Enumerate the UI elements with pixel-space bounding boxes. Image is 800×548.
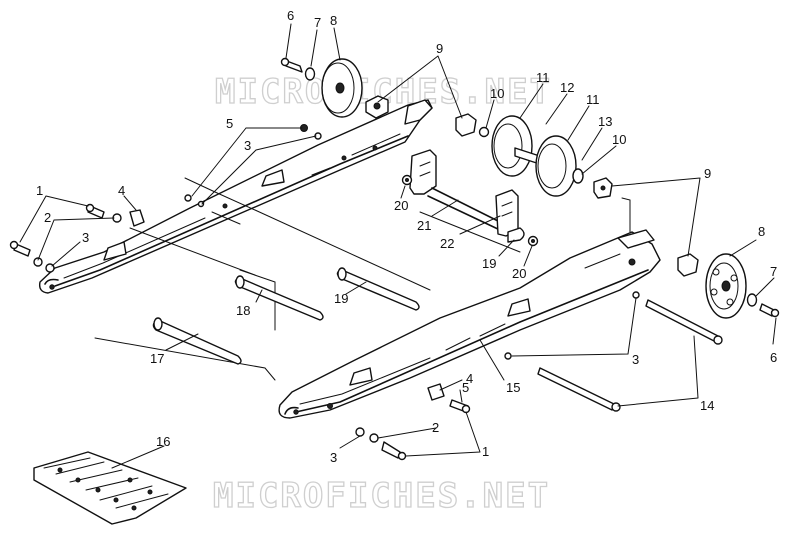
callout-12: 12: [560, 80, 574, 95]
callout-6-top: 6: [287, 8, 294, 23]
long-bolts: [504, 291, 723, 412]
top-right-wheels: [455, 113, 613, 199]
callout-9-top: 9: [436, 41, 443, 56]
bottom-hardware: [355, 383, 471, 461]
callout-2-left: 2: [44, 210, 51, 225]
idler-wheel-11b: [535, 135, 577, 197]
leader-lines: [19, 23, 777, 469]
left-rail: [38, 99, 433, 294]
callout-17: 17: [150, 351, 164, 366]
callout-2-bottom: 2: [432, 420, 439, 435]
callout-14: 14: [700, 398, 714, 413]
callout-3-bottom: 3: [330, 450, 337, 465]
callout-19-shaft: 19: [334, 291, 348, 306]
callout-13: 13: [598, 114, 612, 129]
callout-4-bottom: 4: [466, 371, 473, 386]
callout-20-lower: 20: [512, 266, 526, 281]
callout-5-bottom: 5: [462, 380, 469, 395]
callout-labels: 6 7 8 9 10 11 12 11 13 10 9 5 3 4 1 2 3 …: [36, 8, 777, 465]
callout-8-top: 8: [330, 13, 337, 28]
slide-plate: [33, 451, 187, 525]
callout-22: 22: [440, 236, 454, 251]
callout-19-axle: 19: [482, 256, 496, 271]
callout-6-right: 6: [770, 350, 777, 365]
callout-10-top: 10: [490, 86, 504, 101]
callout-11-mid: 11: [586, 92, 600, 107]
callout-5-top: 5: [226, 116, 233, 131]
callout-20-upper: 20: [394, 198, 408, 213]
callout-3-top: 3: [244, 138, 251, 153]
callout-7-right: 7: [770, 264, 777, 279]
callout-3-right: 3: [632, 352, 639, 367]
left-hardware: [9, 124, 322, 273]
callout-9-right: 9: [704, 166, 711, 181]
callout-10-mid: 10: [612, 132, 626, 147]
right-wheel-hardware: [677, 253, 780, 319]
callout-16: 16: [156, 434, 170, 449]
callout-18: 18: [236, 303, 250, 318]
callout-3-left: 3: [82, 230, 89, 245]
callout-15: 15: [506, 380, 520, 395]
assembly-lines: [94, 177, 631, 381]
right-rail: [278, 229, 661, 419]
top-wheel-hardware: [280, 57, 389, 119]
callout-4-left: 4: [118, 183, 125, 198]
callout-21: 21: [417, 218, 431, 233]
callout-1-bottom: 1: [482, 444, 489, 459]
watermark-bottom: MICROFICHES.NET: [213, 476, 550, 516]
center-axle-assembly: [401, 149, 539, 247]
callout-1-left: 1: [36, 183, 43, 198]
callout-11-top: 11: [536, 70, 550, 85]
callout-8-right: 8: [758, 224, 765, 239]
idler-wheel-11a: [491, 115, 533, 177]
callout-7-top: 7: [314, 15, 321, 30]
cross-shafts: [152, 267, 420, 365]
